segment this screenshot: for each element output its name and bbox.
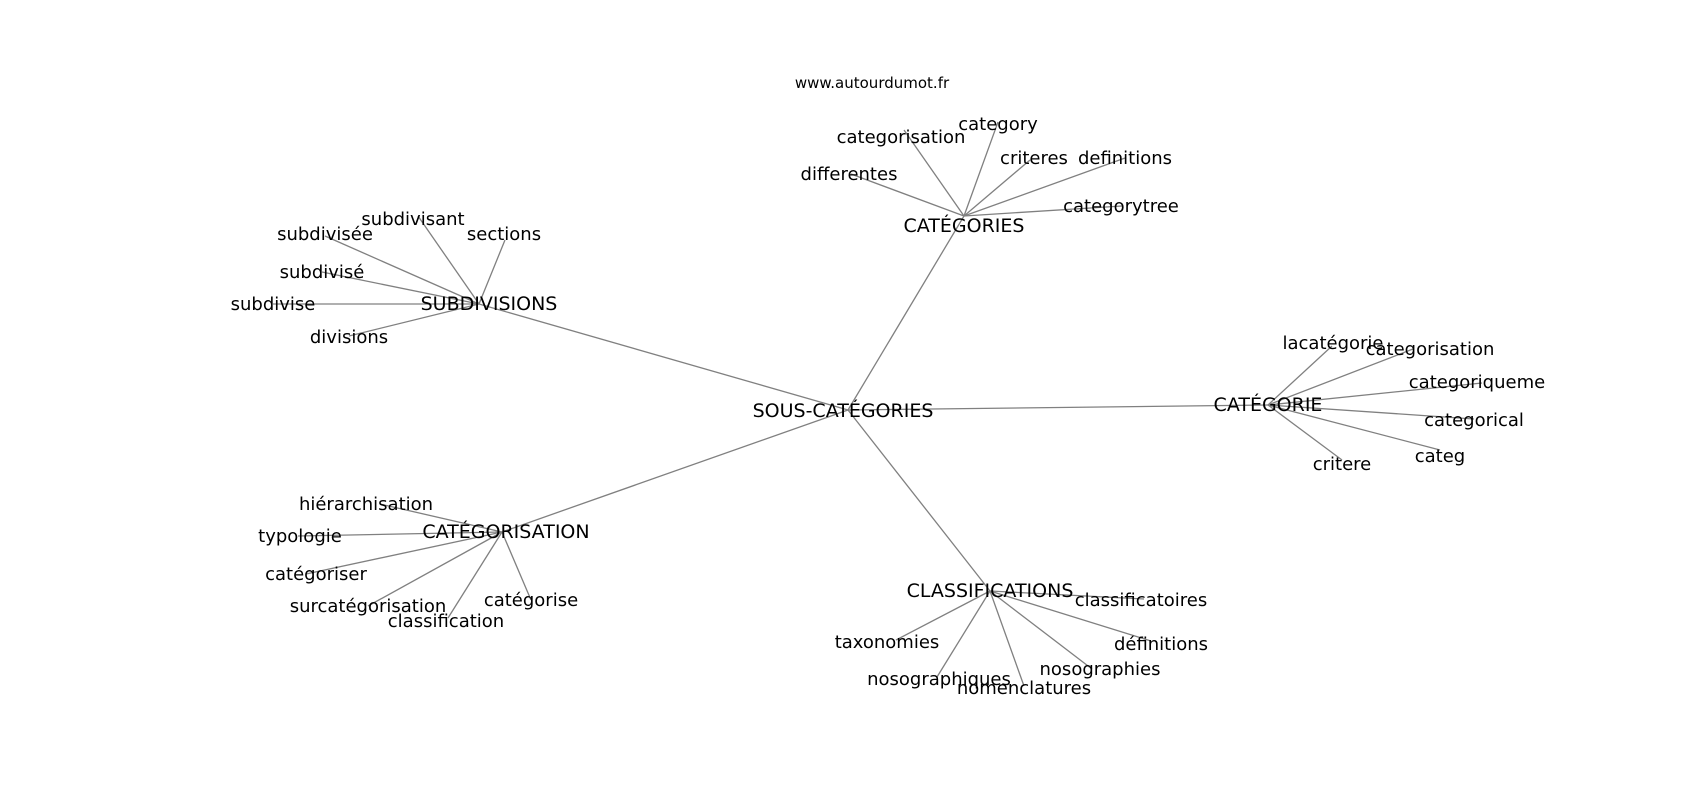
hub-label-categorisation[interactable]: CATÉGORISATION	[422, 520, 589, 543]
leaf-label-categorisation[interactable]: categorisation	[837, 127, 966, 148]
center-node-label[interactable]: SOUS-CATÉGORIES	[753, 399, 934, 422]
leaf-label-categorytree[interactable]: categorytree	[1063, 196, 1179, 217]
edge-subdivisions-subdivisee	[324, 235, 480, 305]
edge-categorisation-hierarchisation	[379, 503, 503, 533]
edge-categorisation-typologie	[297, 531, 503, 537]
leaf-label-divisions[interactable]: divisions	[310, 327, 388, 348]
leaf-label-categ[interactable]: categ	[1415, 446, 1465, 467]
edge-categories-categorisation	[903, 129, 965, 217]
leaf-label-hierarchisation[interactable]: hiérarchisation	[299, 494, 433, 515]
leaf-label-definitions[interactable]: définitions	[1114, 634, 1208, 655]
edge-classifications-taxonomies	[895, 590, 991, 641]
leaf-label-lacategorie[interactable]: lacatégorie	[1282, 333, 1383, 354]
leaf-label-nosographiques[interactable]: nosographiques	[867, 669, 1011, 690]
edge-subdivisions-divisions	[348, 303, 480, 337]
edge-categories-criteres	[963, 159, 1031, 217]
edge-center-classifications	[847, 409, 991, 592]
edge-classifications-nosographies	[989, 590, 1093, 670]
edge-center-categorie	[847, 404, 1269, 411]
leaf-label-subdivisant[interactable]: subdivisant	[361, 209, 464, 230]
edge-categorisation-classification	[447, 531, 503, 619]
edge-classifications-nosographiques	[936, 590, 991, 678]
hub-label-categorie[interactable]: CATÉGORIE	[1214, 393, 1323, 416]
leaf-label-subdivise[interactable]: subdivise	[231, 294, 316, 315]
edge-classifications-nomenclatures	[989, 590, 1025, 687]
leaf-label-categorise[interactable]: catégorise	[484, 590, 578, 611]
leaf-label-categorical[interactable]: categorical	[1424, 410, 1524, 431]
leaf-label-sections[interactable]: sections	[467, 224, 541, 245]
leaf-label-classificatoires[interactable]: classificatoires	[1075, 590, 1207, 611]
edge-classifications-definitions	[989, 590, 1152, 642]
edge-categorie-lacategorie	[1267, 345, 1333, 406]
edge-categories-categorytree	[963, 205, 1123, 217]
edge-categories-differentes	[850, 173, 965, 217]
edge-subdivisions-sections	[478, 239, 506, 305]
leaf-label-taxonomies[interactable]: taxonomies	[835, 632, 940, 653]
graph-labels: www.autourdumot.fr categorisationcategor…	[231, 74, 1546, 699]
edge-categorie-categoriqueme	[1267, 382, 1483, 406]
leaf-label-classification[interactable]: classification	[388, 611, 504, 632]
edge-categorisation-categorise	[501, 531, 532, 601]
edge-center-categorisation	[501, 409, 849, 533]
leaf-label-criteres[interactable]: criteres	[1000, 148, 1068, 169]
edge-center-subdivisions	[478, 303, 849, 411]
edge-center-categories	[847, 215, 965, 411]
leaf-label-critere[interactable]: critere	[1313, 454, 1372, 475]
leaf-label-subdivisee[interactable]: subdivisée	[277, 224, 373, 245]
leaf-label-categoriser[interactable]: catégoriser	[265, 564, 367, 585]
edge-subdivisions-subdivisant	[417, 215, 480, 305]
site-watermark: www.autourdumot.fr	[795, 74, 950, 92]
edge-categorie-categ	[1267, 404, 1441, 451]
hub-label-categories[interactable]: CATÉGORIES	[904, 214, 1025, 237]
edge-categorisation-categoriser	[305, 531, 503, 575]
leaf-label-subdivise[interactable]: subdivisé	[280, 262, 365, 283]
leaf-label-nomenclatures[interactable]: nomenclatures	[957, 678, 1091, 699]
hub-label-classifications[interactable]: CLASSIFICATIONS	[907, 580, 1074, 602]
edge-categorie-critere	[1267, 404, 1343, 461]
edge-categorisation-surcategorisation	[367, 531, 503, 607]
leaf-label-definitions[interactable]: definitions	[1078, 148, 1172, 169]
edge-subdivisions-subdivise	[321, 271, 480, 305]
leaf-label-surcategorisation[interactable]: surcatégorisation	[290, 596, 447, 617]
hub-label-subdivisions[interactable]: SUBDIVISIONS	[421, 293, 558, 315]
edge-categories-category	[963, 121, 999, 217]
graph-edges	[273, 121, 1483, 687]
edge-categorie-categorical	[1267, 404, 1475, 420]
leaf-label-categorisation[interactable]: categorisation	[1366, 339, 1495, 360]
leaf-label-typologie[interactable]: typologie	[258, 526, 342, 547]
leaf-label-categoriqueme[interactable]: categoriqueme	[1409, 372, 1545, 393]
leaf-label-category[interactable]: category	[958, 114, 1038, 135]
leaf-label-differentes[interactable]: differentes	[801, 164, 898, 185]
edge-classifications-classificatoires	[989, 590, 1145, 600]
edge-categories-definitions	[963, 157, 1126, 217]
edge-categorie-categorisation	[1267, 348, 1414, 406]
leaf-label-nosographies[interactable]: nosographies	[1040, 659, 1161, 680]
